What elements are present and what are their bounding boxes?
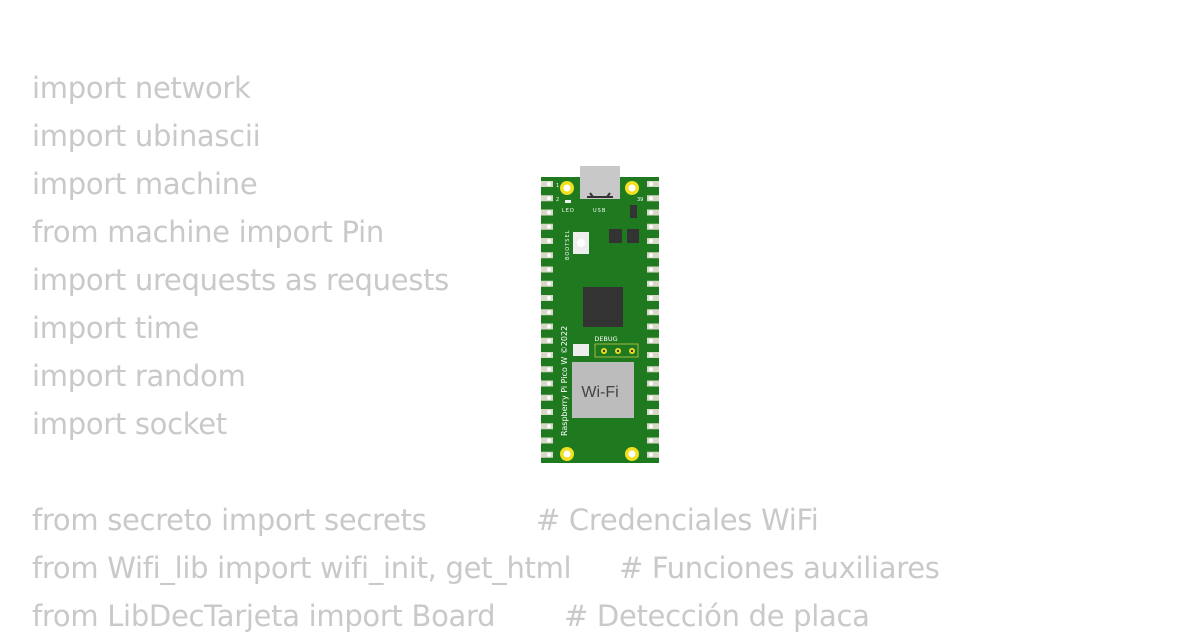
pin-hole: [649, 438, 653, 443]
pin-hole: [649, 253, 653, 258]
wifi-label: Wi-Fi: [581, 384, 618, 401]
code-line: import time: [32, 304, 571, 352]
pin-hole: [547, 395, 551, 400]
pin-hole: [547, 196, 551, 201]
code-comment: # Funciones auxiliares: [619, 551, 940, 585]
rp2040-chip: [583, 287, 623, 327]
code-line: import machine: [32, 160, 571, 208]
pin-hole: [547, 253, 551, 258]
board-model-label: Raspberry Pi Pico W ©2022: [560, 326, 569, 436]
pin-hole: [547, 267, 551, 272]
pin-hole: [547, 424, 551, 429]
code: from machine import Pin: [32, 215, 384, 249]
code: from LibDecTarjeta import Board: [32, 599, 496, 633]
pin-hole: [649, 353, 653, 357]
pin-hole: [547, 353, 551, 357]
raspberry-pi-pico-w-board[interactable]: 1 2 39 LED USB BOOTSEL DEBUG Wi-Fi Raspb…: [530, 160, 670, 470]
pin-hole: [649, 210, 653, 215]
code: import network: [32, 71, 251, 105]
code-line: import socket: [32, 400, 571, 448]
pin-hole: [649, 367, 653, 372]
usb-connector: [580, 166, 620, 199]
pin-hole: [649, 196, 653, 201]
pin-hole: [547, 296, 551, 300]
pin-hole: [547, 324, 551, 329]
pin-hole: [547, 224, 551, 229]
code: from secreto import secrets: [32, 503, 427, 537]
pin-hole: [547, 281, 551, 286]
code-line: [32, 448, 571, 496]
pin-hole: [547, 210, 551, 215]
code-line: from machine import Pin: [32, 208, 571, 256]
code-line: from secreto import secrets # Credenciale…: [32, 496, 819, 544]
pin-hole: [649, 310, 653, 315]
pin-hole: [547, 381, 551, 386]
pin-hole: [547, 338, 551, 343]
pin-hole: [649, 410, 653, 414]
pin-hole: [649, 182, 653, 186]
pin-hole: [649, 267, 653, 272]
pin-hole: [547, 239, 551, 243]
pin-hole: [547, 182, 551, 186]
pin-headers: [541, 181, 659, 458]
code-comment: # Credenciales WiFi: [536, 503, 819, 537]
pin-label: 2: [556, 197, 559, 203]
wifi-module: [572, 362, 634, 418]
pin-hole: [649, 296, 653, 300]
led-label: LED: [562, 208, 575, 214]
pin-hole: [547, 410, 551, 414]
code: import urequests as requests: [32, 263, 449, 297]
pin-hole: [649, 424, 653, 429]
pin-hole: [547, 367, 551, 372]
code-line: import urequests as requests: [32, 256, 571, 304]
code-line: import random: [32, 352, 571, 400]
code-text: import network import ubinascii import m…: [32, 64, 940, 640]
code: from Wifi_lib import wifi_init, get_html: [32, 551, 572, 585]
code: import machine: [32, 167, 258, 201]
code-line: import network: [32, 64, 571, 112]
code: import random: [32, 359, 246, 393]
code-line: import ubinascii: [32, 112, 571, 160]
pin-label: 39: [637, 197, 643, 203]
mounting-holes: [560, 181, 639, 461]
pin-hole: [649, 281, 653, 286]
pin-hole: [649, 324, 653, 329]
code: import time: [32, 311, 200, 345]
code-comment: # Detección de placa: [564, 599, 870, 633]
pin-hole: [547, 452, 551, 457]
pin-hole: [649, 338, 653, 343]
code-line: from Wifi_lib import wifi_init, get_html…: [32, 544, 940, 592]
pin-hole: [649, 224, 653, 229]
usb-label: USB: [593, 208, 606, 214]
pin-hole: [649, 239, 653, 243]
pin-label: 1: [556, 183, 559, 189]
pin-hole: [649, 381, 653, 386]
code: import socket: [32, 407, 227, 441]
pin-hole: [547, 438, 551, 443]
debug-label: DEBUG: [594, 335, 617, 343]
pin-hole: [649, 395, 653, 400]
pin-hole: [649, 452, 653, 457]
bootsel-label: BOOTSEL: [565, 230, 571, 260]
led: [565, 200, 571, 203]
code-line: from LibDecTarjeta import Board # Detecci…: [32, 592, 870, 640]
code: import ubinascii: [32, 119, 261, 153]
pin-hole: [547, 310, 551, 315]
